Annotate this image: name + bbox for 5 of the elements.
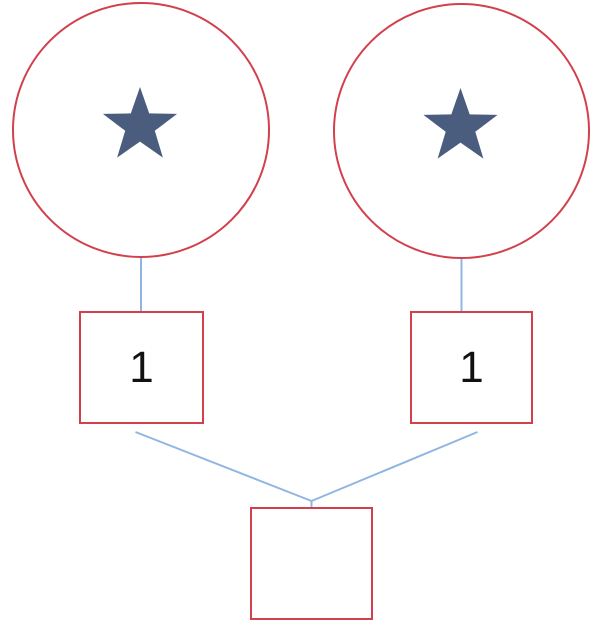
connector-line: [310, 431, 478, 507]
connector-line: [460, 258, 462, 312]
number-label: 1: [129, 342, 154, 392]
connector-line: [140, 257, 142, 312]
number-label: 1: [459, 342, 484, 392]
